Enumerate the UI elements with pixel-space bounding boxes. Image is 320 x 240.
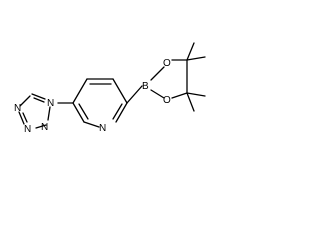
atom-label-tetrazole-n1: N bbox=[47, 98, 54, 109]
bond-b-o-lower bbox=[150, 89, 165, 99]
atom-labels: N N N N N B O O bbox=[14, 58, 171, 135]
pinacol-ring bbox=[150, 59, 188, 99]
bond-tz-double-2 bbox=[22, 112, 28, 123]
bond-methyl-3 bbox=[186, 92, 206, 97]
bond-py-n-c2 bbox=[83, 121, 100, 128]
bond-tz-n-c-left bbox=[19, 95, 31, 107]
bond-b-o-upper bbox=[150, 66, 165, 81]
pyridine-ring bbox=[72, 78, 128, 128]
bond-py-c2-n bbox=[72, 102, 85, 123]
methyl-groups bbox=[186, 42, 206, 112]
atom-label-oxygen-lower: O bbox=[163, 95, 171, 106]
bond-tz-double-1 bbox=[33, 97, 45, 103]
tetrazole-ring bbox=[18, 93, 51, 129]
bond-tz-c-n1 bbox=[31, 93, 46, 100]
bond-py-c5-c6 bbox=[115, 102, 128, 123]
atom-label-tetrazole-n2: N bbox=[14, 103, 21, 114]
atom-label-pyridine-n: N bbox=[99, 123, 106, 134]
bond-tz-n-n-lower bbox=[18, 111, 25, 125]
atom-label-boron: B bbox=[142, 81, 149, 92]
bond-tz-c-n-lower bbox=[35, 124, 47, 129]
bond-methyl-1 bbox=[186, 42, 195, 61]
bond-tz-n1-c-lower bbox=[47, 106, 51, 121]
atom-label-tetrazole-n3: N bbox=[24, 124, 31, 135]
atom-label-oxygen-upper: O bbox=[163, 58, 171, 69]
chemical-structure-diagram: N N N N N B O O bbox=[14, 42, 206, 135]
atom-label-tetrazole-n4: N bbox=[41, 122, 48, 133]
bond-pyridine-boron bbox=[126, 85, 143, 104]
bond-py-c4-c5 bbox=[112, 78, 128, 104]
bond-o-lower-c bbox=[171, 92, 188, 99]
bond-py-inner-3 bbox=[78, 103, 89, 120]
bond-py-inner-2 bbox=[112, 103, 123, 120]
bond-methyl-4 bbox=[186, 92, 195, 112]
bond-py-c2-c3 bbox=[72, 78, 88, 104]
bond-methyl-2 bbox=[186, 56, 206, 61]
